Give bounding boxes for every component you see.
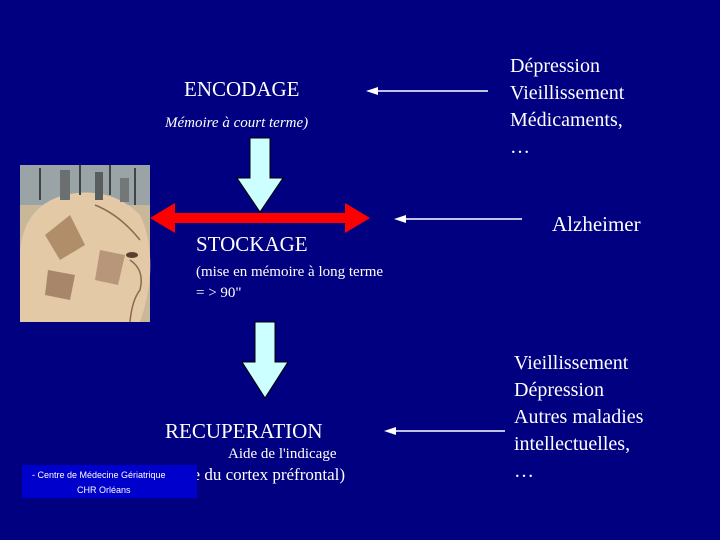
encodage-title: ENCODAGE: [184, 77, 300, 101]
stockage-title: STOCKAGE: [196, 232, 308, 256]
middle-cause: Alzheimer: [552, 212, 641, 236]
recuperation-title: RECUPERATION: [165, 419, 323, 443]
encodage-subtitle: Mémoire à court terme): [165, 115, 309, 131]
footer-credit-box: - Centre de Médecine Gériatrique CHR Orl…: [22, 465, 197, 498]
arrow-bottom: [384, 427, 505, 435]
arrow-top: [366, 87, 488, 95]
cause-item: Dépression: [514, 379, 604, 401]
stockage-double-arrow: [150, 203, 370, 233]
bottom-causes-list: Vieillissement Dépression Autres maladie…: [514, 350, 643, 485]
top-causes-list: Dépression Vieillissement Médicaments, …: [510, 53, 624, 161]
cause-item: Vieillissement: [510, 82, 625, 104]
head-illustration: [20, 165, 151, 323]
recuperation-subtitle-2: Rôle du cortex préfrontal): [168, 465, 346, 484]
footer-line-2: CHR Orléans: [77, 485, 131, 495]
cause-item: Médicaments,: [510, 109, 623, 131]
stockage-subtitle: (mise en mémoire à long terme = > 90": [196, 264, 384, 301]
cause-item: Autres maladies: [514, 406, 644, 428]
recuperation-subtitle-1: Aide de l'indicage: [228, 446, 337, 462]
cause-item: …: [514, 460, 534, 482]
cause-item: Dépression: [510, 55, 600, 77]
down-arrow-2: [241, 321, 289, 399]
cause-item: Vieillissement: [514, 352, 629, 374]
cause-item: …: [510, 136, 530, 158]
arrow-middle: [394, 215, 522, 223]
down-arrow-1: [236, 137, 284, 213]
cause-item: intellectuelles,: [514, 433, 631, 455]
footer-line-1: - Centre de Médecine Gériatrique: [32, 470, 166, 480]
